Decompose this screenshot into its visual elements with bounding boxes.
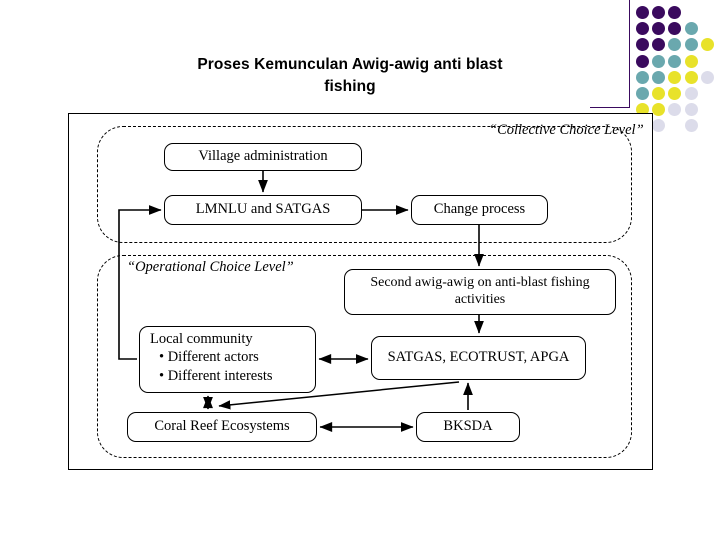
decor-dot — [652, 103, 666, 117]
decor-dot — [668, 54, 682, 68]
decor-dot — [652, 22, 666, 36]
corner-rule-horizontal — [590, 107, 630, 108]
decor-dot — [636, 103, 649, 117]
node-village-administration[interactable]: Village administration — [164, 143, 362, 171]
decor-dot — [652, 119, 666, 133]
page-title-line-1: Proses Kemunculan Awig-awig anti blast — [197, 56, 503, 73]
node-local-community[interactable]: Local community • Different actors • Dif… — [139, 326, 316, 393]
decor-dot — [652, 54, 666, 68]
decor-dot — [636, 6, 649, 19]
decor-dot — [684, 70, 698, 84]
decor-dot — [652, 38, 666, 52]
decor-dot — [652, 70, 666, 84]
decor-dot — [668, 6, 682, 19]
decor-dot — [668, 87, 682, 100]
node-bksda[interactable]: BKSDA — [416, 412, 520, 442]
decor-dot — [652, 87, 666, 100]
node-satgas-ecotrust-apga[interactable]: SATGAS, ECOTRUST, APGA — [371, 336, 586, 380]
node-second-awig-awig[interactable]: Second awig-awig on anti-blast fishing a… — [344, 269, 616, 315]
node-lmnlu-and-satgas[interactable]: LMNLU and SATGAS — [164, 195, 362, 225]
decor-dot — [668, 103, 682, 117]
decor-dot — [652, 6, 666, 19]
decor-dot — [636, 38, 649, 52]
decor-dot — [684, 22, 698, 36]
page-title-line-2: fishing — [324, 78, 376, 95]
region-label-collective: “Collective Choice Level” — [489, 122, 644, 138]
decor-dot — [668, 70, 682, 84]
node-local-community-item-2: • Different interests — [159, 367, 273, 384]
node-local-community-title: Local community — [150, 331, 253, 347]
diagram-frame: “Collective Choice Level” “Operational C… — [68, 113, 653, 470]
decor-dot — [636, 22, 649, 36]
decor-dot — [684, 103, 698, 117]
decor-dot — [684, 119, 698, 133]
edge-satgas-to-coral-diagonal — [218, 381, 460, 410]
node-local-community-item-1: • Different actors — [159, 349, 259, 366]
region-label-operational: “Operational Choice Level” — [127, 259, 294, 275]
decor-dot — [684, 38, 698, 52]
node-change-process[interactable]: Change process — [411, 195, 548, 225]
dot-grid-motif — [636, 6, 720, 133]
decor-dot — [700, 70, 714, 84]
decor-dot — [684, 54, 698, 68]
decor-dot — [636, 70, 649, 84]
decor-dot — [700, 38, 714, 52]
decor-dot — [636, 87, 649, 100]
region-operational-choice-level — [97, 255, 632, 458]
node-coral-reef-ecosystems[interactable]: Coral Reef Ecosystems — [127, 412, 317, 442]
corner-rule-vertical — [629, 0, 630, 108]
decor-dot — [684, 87, 698, 100]
decor-dot — [636, 54, 649, 68]
region-collective-choice-level — [97, 126, 632, 243]
decor-dot — [668, 22, 682, 36]
edge-feedback-to-lmnlu — [118, 205, 162, 360]
decor-dot — [668, 38, 682, 52]
connector-layer — [118, 171, 484, 432]
page-title: Proses Kemunculan Awig-awig anti blast f… — [100, 54, 600, 98]
